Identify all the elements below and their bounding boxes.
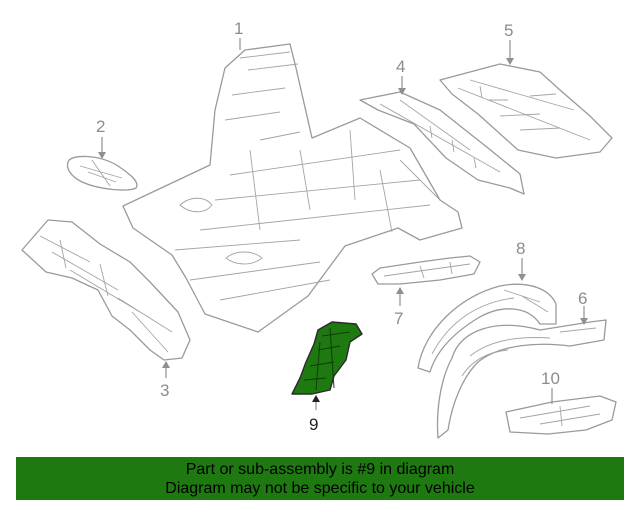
banner-line-2: Diagram may not be specific to your vehi… (165, 480, 475, 497)
part-10-bracket[interactable] (505, 395, 617, 435)
arrowhead-6 (580, 318, 588, 325)
parts-diagram: 1 2 3 4 5 6 7 (21, 19, 617, 439)
part-5-rear-floor-panel[interactable] (439, 63, 613, 159)
part-8-inner-wheelhouse[interactable] (417, 283, 557, 373)
callout-4[interactable]: 4 (396, 57, 405, 76)
callout-10[interactable]: 10 (541, 369, 560, 388)
callout-3[interactable]: 3 (160, 381, 169, 400)
arrowhead-3 (162, 361, 170, 368)
banner-line-1: Part or sub-assembly is #9 in diagram (185, 461, 455, 478)
arrowhead-9 (312, 395, 320, 402)
arrowhead-7 (396, 287, 404, 294)
part-9-highlighted[interactable] (291, 321, 363, 395)
arrowhead-2 (98, 152, 106, 159)
part-4-crossmember[interactable] (359, 91, 525, 195)
part-7-reinforcement[interactable] (371, 255, 481, 285)
callout-8[interactable]: 8 (516, 239, 525, 258)
arrowhead-5 (506, 58, 514, 65)
callout-9[interactable]: 9 (309, 415, 318, 434)
callout-6[interactable]: 6 (578, 289, 587, 308)
part-1-floor-pan[interactable] (122, 43, 463, 333)
part-2-bracket[interactable] (66, 155, 138, 191)
callout-5[interactable]: 5 (504, 21, 513, 40)
info-banner: Part or sub-assembly is #9 in diagram Di… (16, 457, 624, 500)
callout-7[interactable]: 7 (394, 309, 403, 328)
callout-2[interactable]: 2 (96, 117, 105, 136)
arrowhead-4 (398, 88, 406, 95)
callout-1[interactable]: 1 (234, 19, 243, 38)
part-3-side-rail[interactable] (21, 219, 191, 361)
arrowhead-8 (518, 274, 526, 281)
part-6-outer-wheelhouse[interactable] (436, 319, 607, 439)
